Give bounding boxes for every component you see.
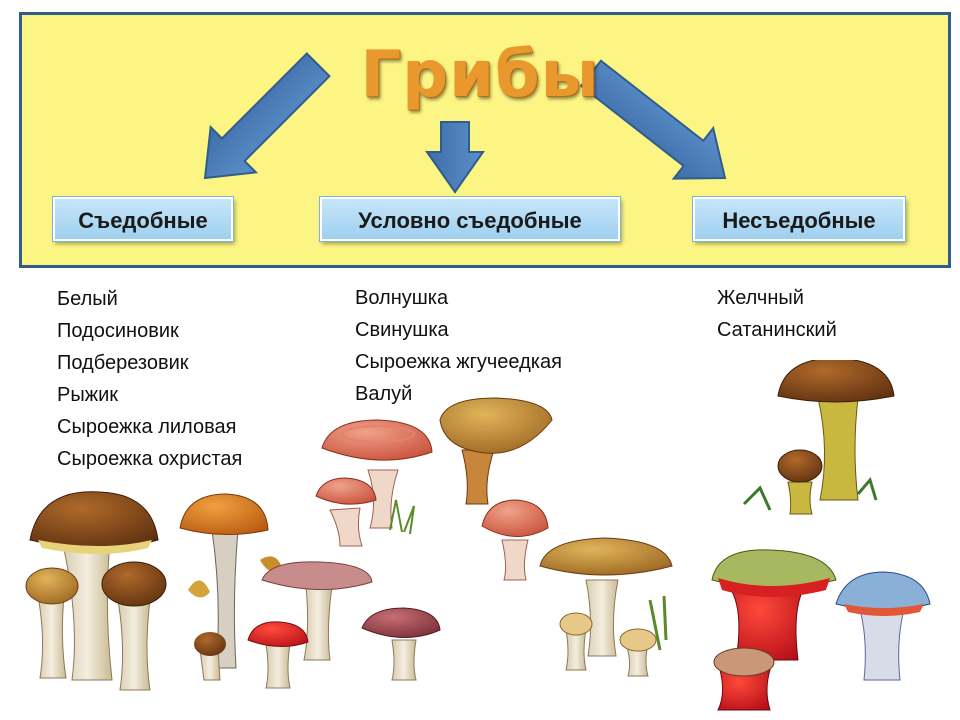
conditionally-edible-list: Волнушка Свинушка Сыроежка жгучеедкая Ва… [355,282,562,410]
category-edible: Съедобные [52,196,234,242]
mushroom-illustrations [25,360,931,711]
edible-mushrooms-illustration [25,491,441,691]
conditionally-edible-mushrooms-illustration [315,397,673,677]
list-item: Валуй [355,383,413,405]
inedible-list: Желчный Сатанинский [717,282,837,346]
list-item: Сатанинский [717,319,837,341]
category-inedible: Несъедобные [692,196,906,242]
edible-list: Белый Подосиновик Подберезовик Рыжик Сыр… [57,283,242,475]
list-item: Подберезовик [57,352,189,374]
list-item: Сыроежка жгучеедкая [355,351,562,373]
list-item: Рыжик [57,384,119,406]
list-item: Желчный [717,287,804,309]
page-title: Грибы [360,38,600,112]
category-conditionally-edible: Условно съедобные [319,196,621,242]
list-item: Свинушка [355,319,449,341]
list-item: Подосиновик [57,320,179,342]
list-item: Сыроежка лиловая [57,416,237,438]
list-item: Белый [57,288,118,310]
list-item: Волнушка [355,287,449,309]
list-item: Сыроежка охристая [57,448,243,470]
inedible-mushrooms-illustration [711,360,931,711]
